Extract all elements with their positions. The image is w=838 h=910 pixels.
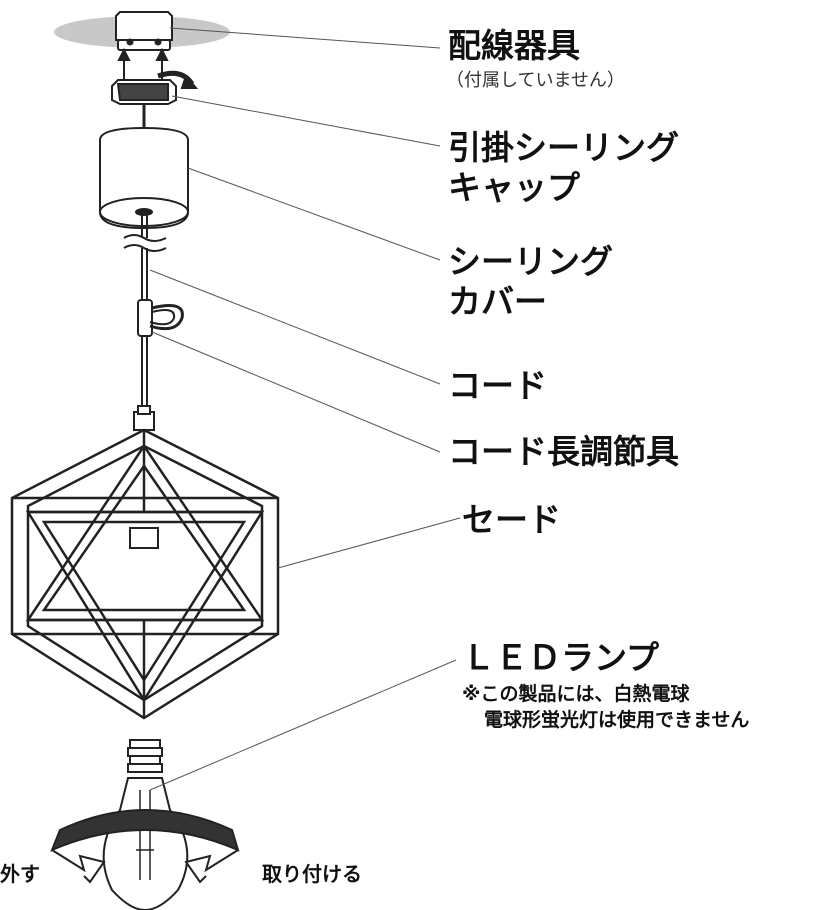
label-remove: 外す	[0, 862, 40, 886]
rotation-arrow-icon	[50, 809, 240, 884]
ceiling-cover-part	[99, 126, 189, 230]
label-led-note-2: 電球形蛍光灯は使用できません	[484, 709, 750, 731]
label-wiring-note: （付属していません）	[446, 70, 625, 91]
label-shade: セード	[462, 500, 561, 539]
label-cord: コード	[448, 366, 547, 405]
label-cover-line2: カバー	[448, 282, 547, 321]
label-wiring-device: 配線器具	[448, 26, 580, 65]
label-hook-cap-line2: キャップ	[448, 168, 580, 207]
hook-ceiling-cap-part	[111, 70, 199, 105]
label-cover-line1: シーリング	[448, 242, 613, 281]
label-attach: 取り付ける	[262, 862, 362, 886]
label-led-lamp: ＬＥＤランプ	[462, 638, 660, 677]
shade-top-socket	[133, 405, 155, 431]
wiring-device-part	[115, 11, 173, 51]
label-hook-cap-line1: 引掛シーリング	[448, 128, 679, 167]
label-cord-adjuster: コード長調節具	[448, 432, 679, 471]
insert-arrows	[117, 47, 169, 80]
shade-part	[10, 428, 280, 720]
label-led-note-1: ※この製品には、白熱電球	[462, 683, 690, 705]
leader-lines	[149, 27, 461, 791]
cord-part	[123, 214, 167, 412]
cord-adjuster-part	[137, 299, 184, 337]
